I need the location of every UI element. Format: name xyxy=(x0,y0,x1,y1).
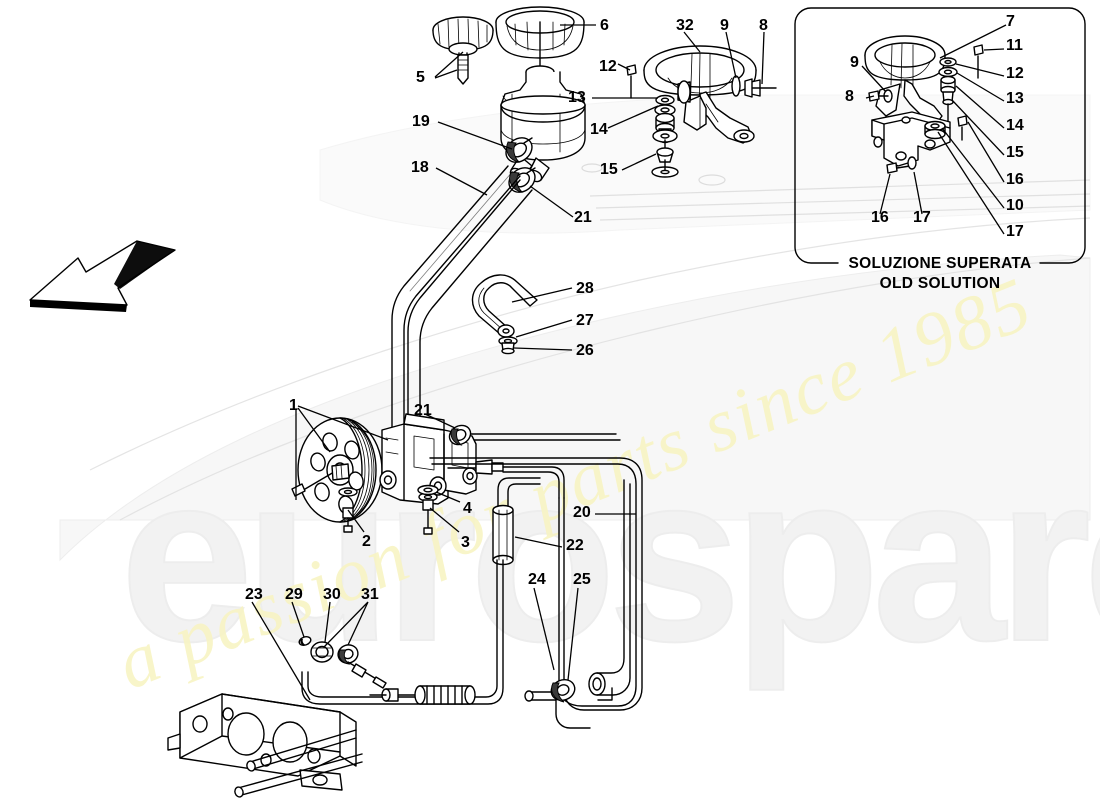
callout-21-upper: 21 xyxy=(574,209,592,226)
reservoir-tank xyxy=(500,65,586,183)
reservoir-cap-part5 xyxy=(432,16,494,85)
inset-callout-15: 15 xyxy=(1006,144,1024,161)
callout-12: 12 xyxy=(599,58,617,75)
inset-contents xyxy=(864,35,984,174)
return-hose-part18 xyxy=(391,165,521,437)
strap-nut-part26 xyxy=(501,342,515,355)
callout-leader-lines xyxy=(251,24,765,701)
callout-19: 19 xyxy=(412,113,430,130)
inset-panel xyxy=(794,7,1086,264)
callout-1: 1 xyxy=(289,397,298,414)
callout-27: 27 xyxy=(576,312,594,329)
callout-2: 2 xyxy=(362,533,371,550)
callout-14: 14 xyxy=(590,121,608,138)
inset-callout-11: 11 xyxy=(1006,37,1023,54)
reservoir-mounting-assembly xyxy=(626,45,777,178)
inset-callout-16: 16 xyxy=(1006,171,1024,188)
callout-15: 15 xyxy=(600,161,618,178)
callout-6: 6 xyxy=(600,17,609,34)
callout-8: 8 xyxy=(759,17,768,34)
hose-clamp-part19 xyxy=(505,137,533,163)
callout-26: 26 xyxy=(576,342,594,359)
inset-callout-12: 12 xyxy=(1006,65,1024,82)
inset-callout-16b: 16 xyxy=(871,209,889,226)
callout-22: 22 xyxy=(566,537,584,554)
callout-28: 28 xyxy=(576,280,594,297)
reservoir-filter-part6 xyxy=(495,6,585,113)
callout-9: 9 xyxy=(720,17,729,34)
callout-23: 23 xyxy=(245,586,263,603)
low-pressure-hose-part23 xyxy=(301,559,504,705)
callout-21-pump: 21 xyxy=(414,402,432,419)
inset-callout-17b: 17 xyxy=(913,209,931,226)
inset-callout-10: 10 xyxy=(1006,197,1024,214)
callout-4: 4 xyxy=(463,500,472,517)
inset-caption-english: OLD SOLUTION xyxy=(879,275,1001,292)
callout-29: 29 xyxy=(285,586,303,603)
pump-pulley-part1 xyxy=(291,417,383,523)
direction-of-travel-arrow xyxy=(29,240,176,312)
inset-callout-14: 14 xyxy=(1006,117,1024,134)
hose-sleeve-part22 xyxy=(492,477,541,566)
callout-18: 18 xyxy=(411,159,429,176)
callout-3: 3 xyxy=(461,534,470,551)
callout-31: 31 xyxy=(361,586,379,603)
callout-30: 30 xyxy=(323,586,341,603)
hose-clamp-part25 xyxy=(550,678,576,703)
inset-callout-7: 7 xyxy=(1006,13,1015,30)
callout-32: 32 xyxy=(676,17,694,34)
inset-callout-17: 17 xyxy=(1006,223,1024,240)
inset-leader-lines xyxy=(861,24,1007,235)
callout-25: 25 xyxy=(573,571,591,588)
hose-end-part24-right xyxy=(588,479,631,696)
callout-20: 20 xyxy=(573,504,591,521)
callout-24: 24 xyxy=(528,571,546,588)
hose-clamp-part21-pump xyxy=(448,424,472,446)
callout-13: 13 xyxy=(568,89,586,106)
hose-clamp-part31 xyxy=(337,644,387,689)
pump-bolt-part2 xyxy=(338,487,358,533)
callout-5: 5 xyxy=(416,69,425,86)
inset-callout-9: 9 xyxy=(850,54,859,71)
inset-callout-8: 8 xyxy=(845,88,854,105)
engine-block-bracket xyxy=(167,693,363,798)
inset-callout-13: 13 xyxy=(1006,90,1024,107)
pump-bolt-part3 xyxy=(418,492,438,535)
pump-body xyxy=(379,413,565,505)
inset-caption-italian: SOLUZIONE SUPERATA xyxy=(848,255,1032,272)
pump-washer-part4 xyxy=(417,484,439,496)
hose-strap-part28 xyxy=(471,274,538,338)
hose-clamp-part30 xyxy=(310,641,334,663)
flex-joint-bellows xyxy=(369,685,476,705)
small-fitting-part29 xyxy=(298,636,312,646)
